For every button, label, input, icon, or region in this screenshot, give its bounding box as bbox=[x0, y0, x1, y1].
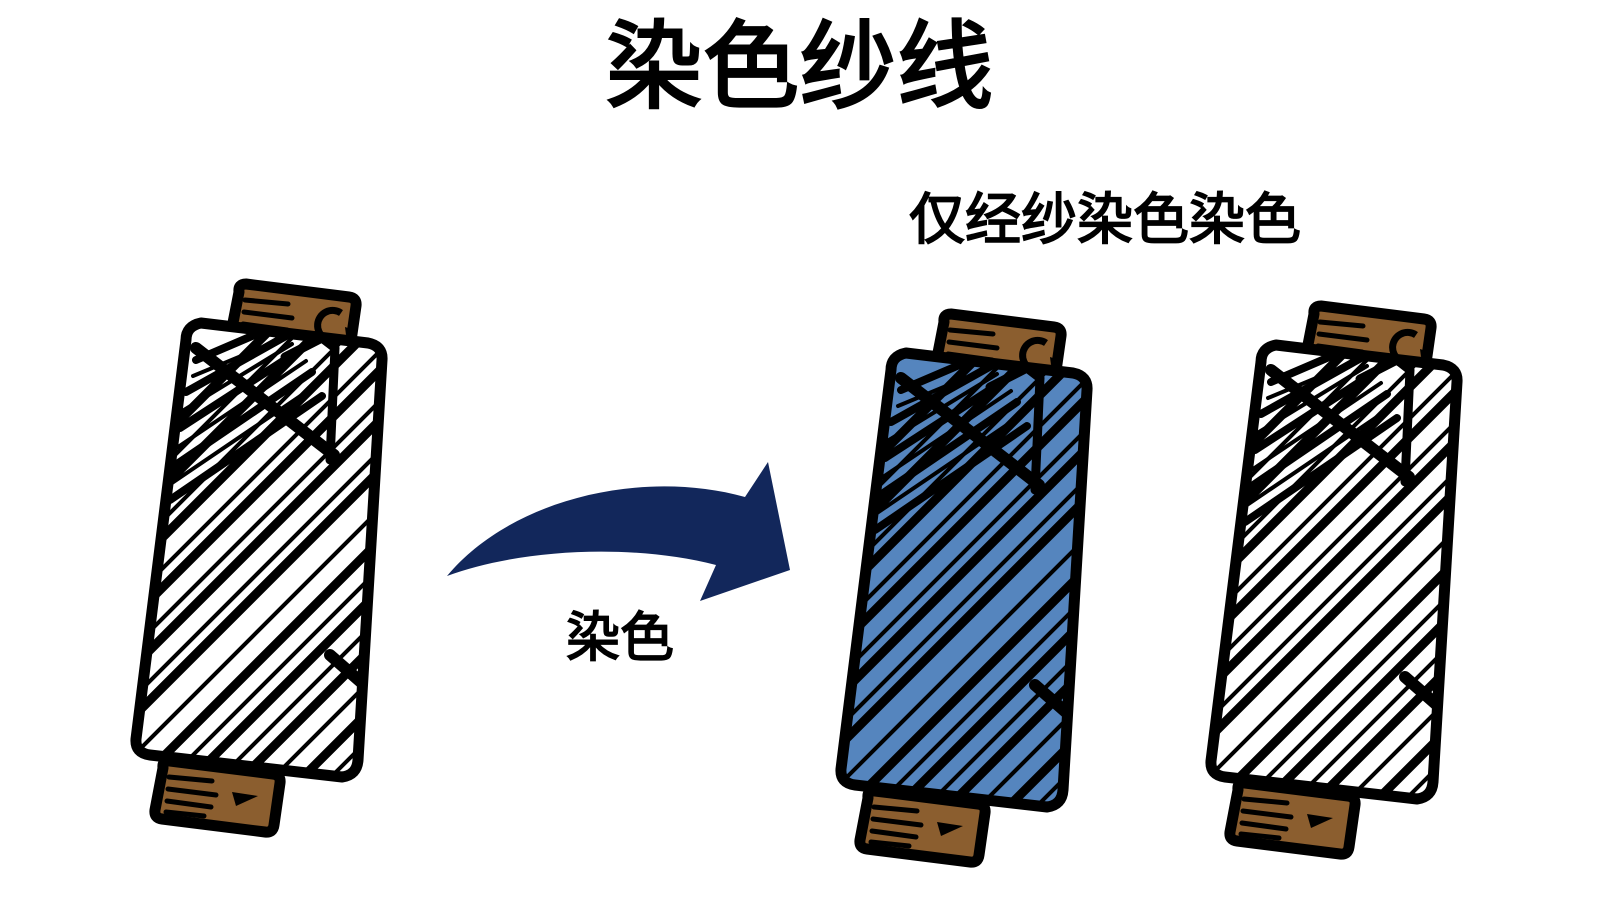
spool-dyed-warp bbox=[835, 308, 1093, 868]
thread-hatching bbox=[840, 353, 1088, 807]
thread-hatching bbox=[135, 323, 383, 777]
curved-right-arrow-icon bbox=[447, 462, 790, 601]
arrow-label: 染色 bbox=[566, 606, 674, 669]
spool-thread-body bbox=[835, 347, 1093, 813]
spool-undyed-weft bbox=[1205, 300, 1463, 860]
spool-undyed-source bbox=[130, 278, 388, 838]
spool-bottom-cap bbox=[854, 785, 991, 868]
spool-thread-body bbox=[130, 317, 388, 783]
page-title: 染色纱线 bbox=[606, 11, 994, 123]
diagram-subtitle: 仅经纱染色染色 bbox=[909, 188, 1301, 253]
spool-thread-body bbox=[1205, 339, 1463, 805]
